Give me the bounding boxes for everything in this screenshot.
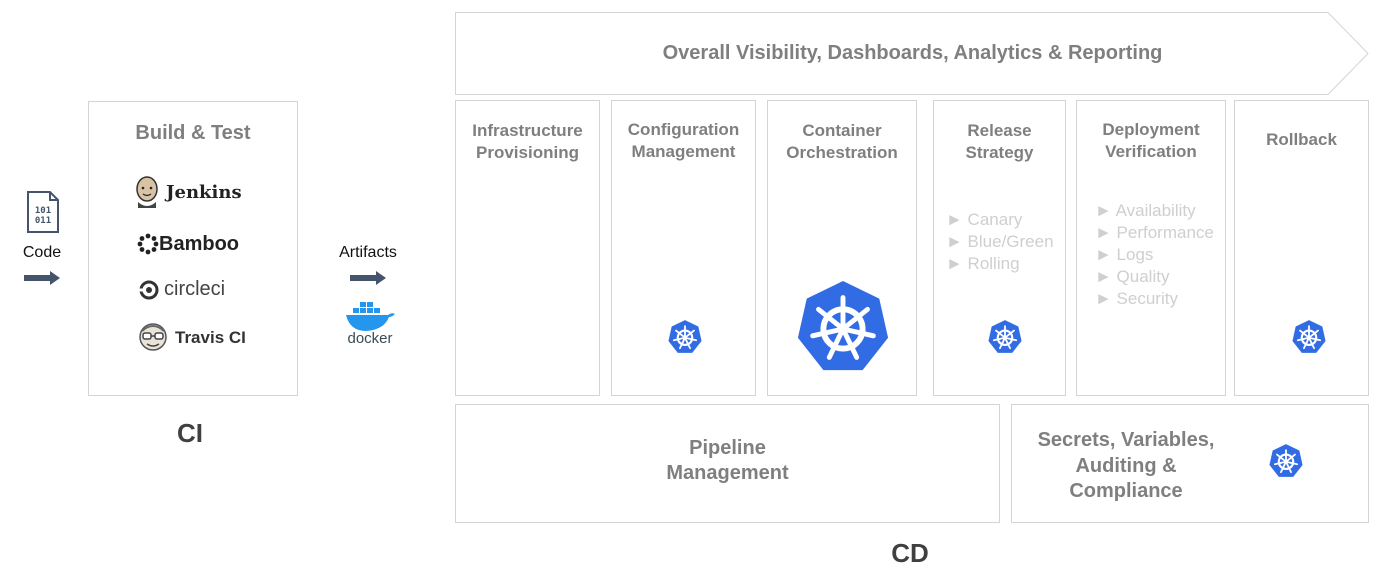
pipeline-management-title: Pipeline Management	[666, 437, 789, 484]
secrets-compliance-box: Secrets, Variables, Auditing & Complianc…	[1011, 404, 1369, 523]
kubernetes-large-icon	[794, 277, 892, 377]
code-arrow-icon	[24, 271, 60, 285]
release-strategy-column: Release Strategy ► Canary ► Blue/Green ►…	[933, 100, 1066, 396]
infrastructure-provisioning-column: Infrastructure Provisioning	[455, 100, 600, 396]
bamboo-icon	[137, 233, 159, 255]
container-orchestration-column: Container Orchestration	[767, 100, 917, 396]
build-test-title: Build & Test	[135, 122, 251, 144]
travis-mascot-icon	[139, 323, 167, 351]
kubernetes-icon	[1291, 319, 1327, 355]
deployment-verification-column: Deployment Verification ► Availability ►…	[1076, 100, 1226, 396]
circleci-icon	[139, 280, 159, 300]
binary-text-top: 101	[35, 206, 51, 216]
kubernetes-icon	[667, 319, 703, 355]
artifacts-arrow-icon	[350, 271, 386, 285]
jenkins-butler-icon	[136, 176, 158, 208]
configuration-management-title: Configuration Management	[627, 120, 740, 161]
code-label: Code	[22, 244, 62, 261]
verification-item-logs: ► Logs	[1095, 245, 1154, 264]
configuration-management-column: Configuration Management	[611, 100, 756, 396]
rollback-column: Rollback	[1234, 100, 1369, 396]
binary-file-icon: 101 011	[27, 191, 59, 233]
rollback-title: Rollback	[1266, 130, 1337, 149]
bamboo-text: Bamboo	[159, 233, 239, 255]
jenkins-logo: Jenkins	[89, 176, 297, 210]
binary-text-bottom: 011	[35, 216, 51, 226]
ci-label: CI	[177, 418, 203, 448]
verification-item-performance: ► Performance	[1095, 223, 1214, 242]
docker-whale-icon	[346, 302, 395, 331]
bamboo-logo: Bamboo	[89, 230, 297, 264]
kubernetes-icon	[987, 319, 1023, 355]
verification-item-security: ► Security	[1095, 289, 1178, 308]
jenkins-text: Jenkins	[166, 182, 242, 203]
deployment-verification-title: Deployment Verification	[1102, 120, 1200, 161]
release-item-blue-green: ► Blue/Green	[946, 232, 1054, 251]
verification-item-availability: ► Availability	[1095, 201, 1196, 220]
pipeline-management-box: Pipeline Management	[455, 404, 1000, 523]
code-section: 101 011 Code	[18, 190, 68, 290]
cd-label: CD	[891, 538, 929, 568]
secrets-compliance-title: Secrets, Variables, Auditing & Complianc…	[1037, 429, 1215, 502]
container-orchestration-title: Container Orchestration	[786, 121, 898, 162]
release-strategy-title: Release Strategy	[965, 121, 1034, 162]
circleci-logo: circleci	[89, 276, 297, 310]
kubernetes-icon	[1268, 443, 1304, 479]
circleci-text: circleci	[164, 278, 226, 300]
docker-logo: docker	[338, 300, 402, 350]
deployment-verification-list: ► Availability ► Performance ► Logs ► Qu…	[1095, 200, 1214, 310]
release-item-canary: ► Canary	[946, 210, 1023, 229]
cd-banner-arrow	[455, 12, 1369, 95]
release-strategy-list: ► Canary ► Blue/Green ► Rolling	[946, 209, 1054, 275]
release-item-rolling: ► Rolling	[946, 254, 1020, 273]
docker-text: docker	[347, 330, 393, 347]
travis-ci-text: Travis CI	[175, 328, 246, 347]
verification-item-quality: ► Quality	[1095, 267, 1170, 286]
infrastructure-provisioning-title: Infrastructure Provisioning	[472, 121, 583, 162]
cd-banner-title: Overall Visibility, Dashboards, Analytic…	[662, 42, 1163, 64]
ci-build-test-box: Build & Test Jenkins Bamboo circleci	[88, 101, 298, 396]
artifacts-label: Artifacts	[339, 244, 397, 261]
travis-ci-logo: Travis CI	[89, 322, 297, 356]
